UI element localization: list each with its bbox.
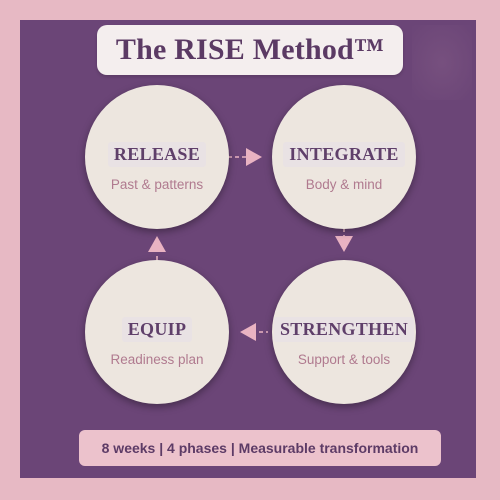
phase-subtitle: Support & tools [297,352,391,367]
arrow-left-icon [240,323,268,341]
phase-integrate-circle: INTEGRATE Body & mind [272,85,416,229]
footer-text: 8 weeks | 4 phases | Measurable transfor… [101,440,419,456]
corner-glow [412,25,472,100]
arrow-up-icon [148,236,166,262]
phase-name: STRENGTHEN [273,317,415,342]
diagram-panel [20,20,476,478]
arrow-down-icon [335,228,353,252]
arrow-right-icon [228,148,262,166]
page-title: The RISE Method™ [115,33,385,66]
phase-subtitle: Body & mind [305,177,383,192]
phase-subtitle: Readiness plan [110,352,204,367]
phase-equip-circle: EQUIP Readiness plan [85,260,229,404]
phase-name: INTEGRATE [283,142,405,167]
title-banner: The RISE Method™ [97,25,403,75]
phase-name: RELEASE [107,142,207,167]
footer-banner: 8 weeks | 4 phases | Measurable transfor… [79,430,441,466]
phase-name: EQUIP [121,317,193,342]
phase-release-circle: RELEASE Past & patterns [85,85,229,229]
phase-strengthen-circle: STRENGTHEN Support & tools [272,260,416,404]
phase-subtitle: Past & patterns [110,177,204,192]
